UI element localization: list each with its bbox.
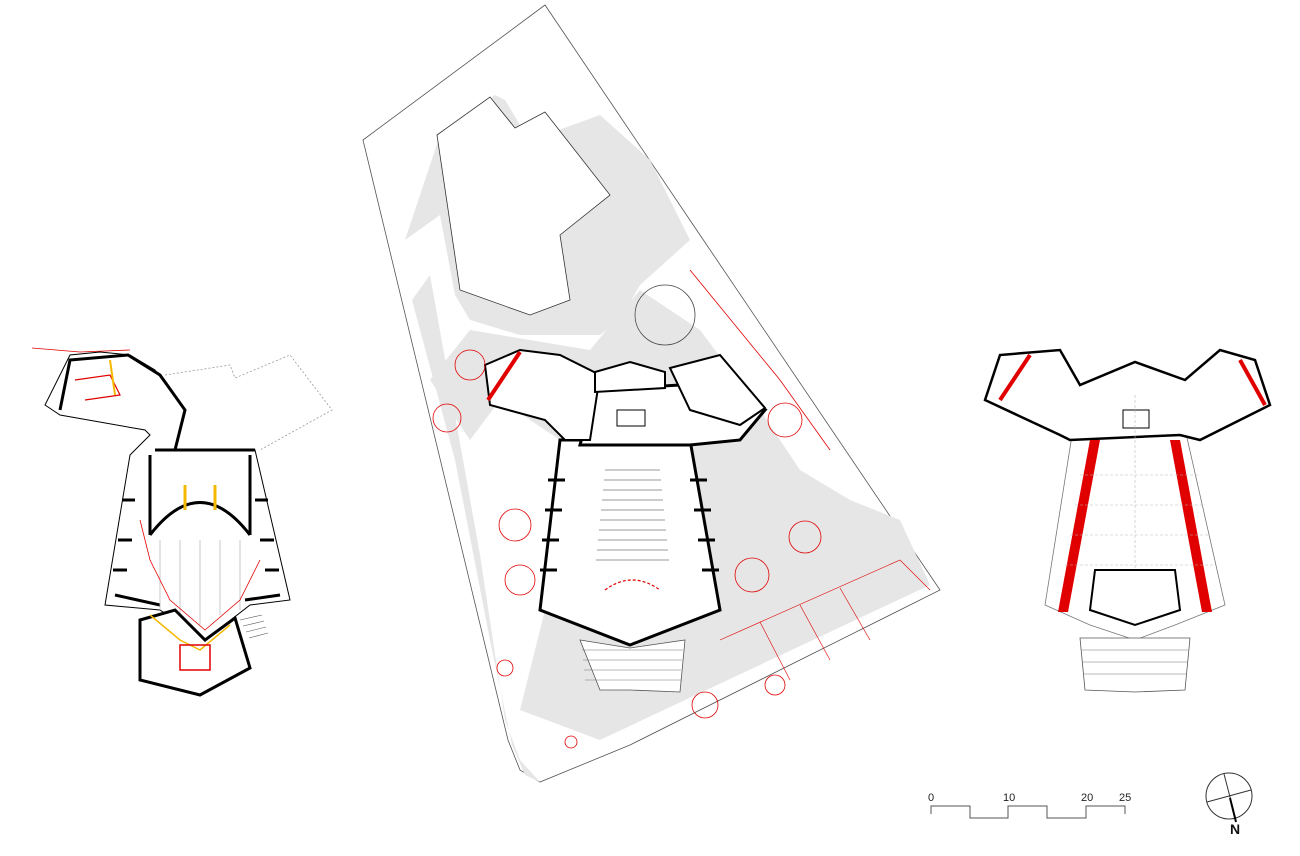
- step-lines: [582, 649, 683, 681]
- scale-tick-label: 20: [1081, 792, 1093, 804]
- parking-bays: [719, 559, 931, 681]
- path-outline: [31, 347, 131, 353]
- scale-tick-label: 10: [1003, 792, 1015, 804]
- existing-tree: [634, 284, 696, 346]
- red-path: [689, 269, 831, 451]
- trees: [432, 349, 822, 749]
- west-wing: [483, 348, 602, 441]
- grid-lines: [1065, 395, 1215, 580]
- yellow-partition: [109, 359, 116, 396]
- compass-circle-icon: [1205, 772, 1253, 820]
- scale-bar: 0 10 20 25: [928, 792, 1131, 819]
- stairs: [239, 614, 269, 639]
- pews: [596, 469, 669, 561]
- outdoor-terrace-outline: [164, 354, 333, 451]
- red-room: [179, 644, 211, 671]
- red-stripe-right: [1170, 440, 1212, 612]
- lower-level-plan: [31, 347, 333, 697]
- nave-piers: [540, 478, 719, 572]
- red-wall: [998, 353, 1032, 402]
- path-fill: [412, 275, 540, 782]
- choir-seating: [604, 579, 661, 591]
- wings: [983, 348, 1272, 442]
- wing-walls: [58, 353, 187, 451]
- site-plan-ground-floor: [362, 4, 941, 783]
- nave: [538, 438, 722, 647]
- north-rooms: [594, 360, 666, 394]
- entrance-steps: [579, 639, 686, 693]
- nave-piers: [113, 498, 281, 607]
- entrance-steps: [1079, 637, 1191, 693]
- nave-floor-lines: [159, 540, 241, 625]
- scale-tick-label: 25: [1119, 792, 1131, 804]
- apse-wall: [148, 455, 252, 536]
- red-room: [74, 374, 121, 401]
- red-wall: [486, 350, 522, 402]
- scale-tick-label: 0: [928, 792, 934, 804]
- altar: [1122, 409, 1150, 429]
- step-lines: [1082, 649, 1188, 675]
- red-outline: [139, 519, 261, 631]
- entrance-gallery: [1088, 569, 1182, 627]
- red-wall: [1238, 359, 1267, 406]
- north-arrow: N: [1205, 772, 1253, 837]
- neighboring-building: [436, 96, 611, 316]
- altar: [616, 409, 646, 427]
- north-label: N: [1230, 821, 1240, 837]
- building-outline: [44, 351, 291, 641]
- east-wing: [668, 353, 767, 427]
- upper-level-plan: [983, 348, 1272, 693]
- red-stripe-left: [1058, 440, 1100, 612]
